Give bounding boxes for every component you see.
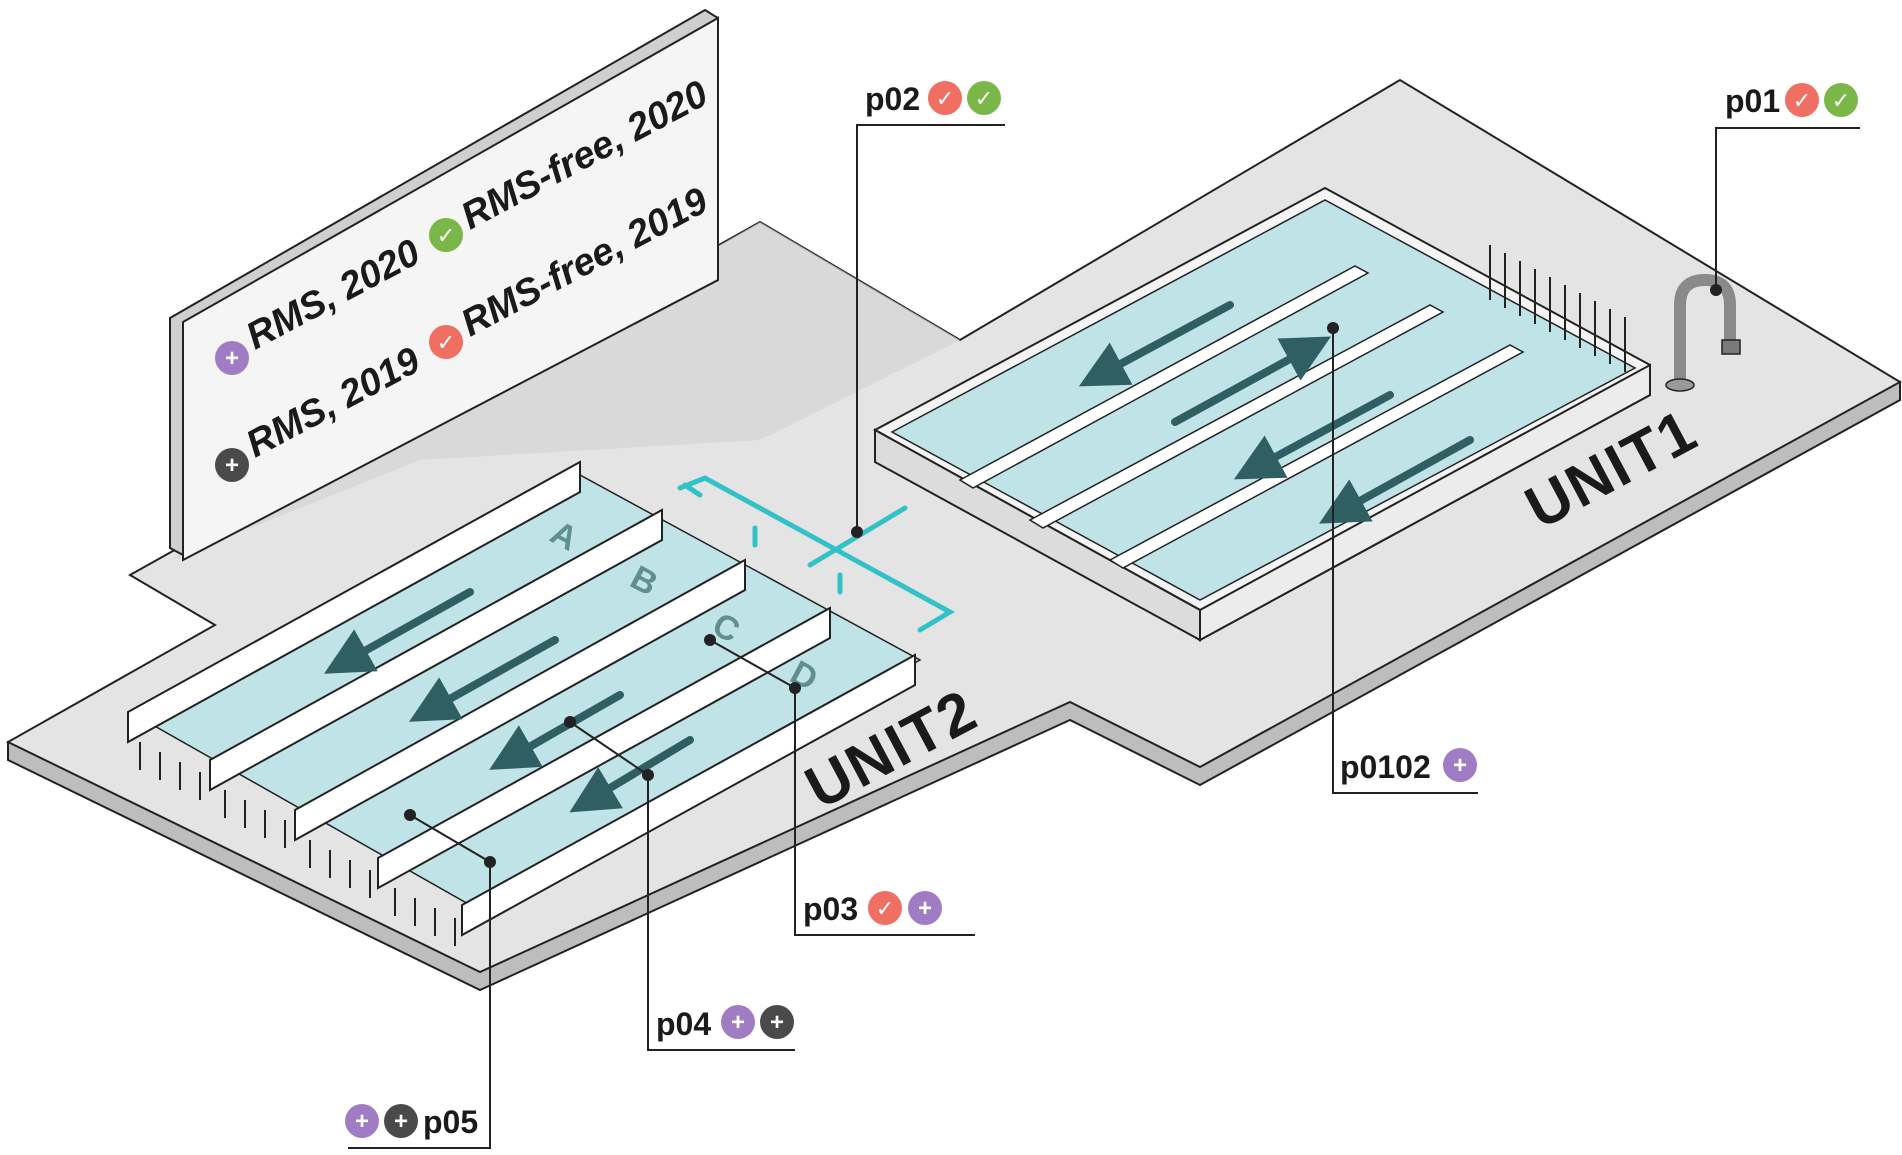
svg-text:✓: ✓ [975,86,993,111]
sample-point-p03: p03 ✓ + [803,891,942,927]
svg-text:+: + [918,895,932,922]
unit1-tank [872,186,1651,642]
svg-text:✓: ✓ [1832,88,1850,113]
svg-text:✓: ✓ [936,86,954,111]
plus-icon [215,341,249,375]
p03-label: p03 [803,891,858,927]
plus-icon [384,1104,418,1138]
svg-text:+: + [355,1108,369,1135]
unit2-flow-arrows [324,588,694,813]
sample-point-p0102: p0102 + [1340,748,1477,785]
floor-platform [5,78,1902,992]
callout-lines [348,124,1860,1149]
plus-icon [721,1005,755,1039]
check-icon [429,218,463,252]
svg-text:✓: ✓ [437,330,455,355]
p02-label: p02 [865,81,920,117]
svg-text:+: + [394,1108,408,1135]
plus-icon [215,448,249,482]
check-icon [928,81,962,115]
p01-label: p01 [1725,83,1780,119]
legend-wall [169,8,719,562]
callout-dots [404,284,1722,868]
check-icon [1824,83,1858,117]
p0102-label: p0102 [1340,749,1431,785]
plus-icon [345,1104,379,1138]
plus-icon [1443,748,1477,782]
svg-text:+: + [731,1009,745,1036]
plus-icon [908,891,942,925]
svg-text:+: + [225,452,239,479]
check-icon [967,81,1001,115]
p04-label: p04 [656,1006,711,1042]
check-icon [429,325,463,359]
sample-point-p02: p02 ✓ ✓ [865,81,1001,117]
p05-label: p05 [423,1104,478,1140]
plus-icon [760,1005,794,1039]
svg-text:✓: ✓ [1793,88,1811,113]
unit2-grate [139,742,456,946]
faucet-icon [1665,273,1741,392]
svg-text:+: + [770,1009,784,1036]
unit1-grate [1489,245,1626,372]
svg-text:✓: ✓ [876,896,894,921]
sample-point-p04: p04 + + [656,1005,794,1042]
svg-text:+: + [1453,752,1467,779]
sample-point-p01: p01 ✓ ✓ [1725,83,1858,119]
unit2-tanks: A B C D [127,460,922,946]
check-icon [1785,83,1819,117]
check-icon [868,891,902,925]
svg-text:✓: ✓ [437,223,455,248]
svg-text:+: + [225,345,239,372]
sample-point-p05: + + p05 [345,1104,478,1140]
unit1-flow-arrows [1078,301,1474,524]
